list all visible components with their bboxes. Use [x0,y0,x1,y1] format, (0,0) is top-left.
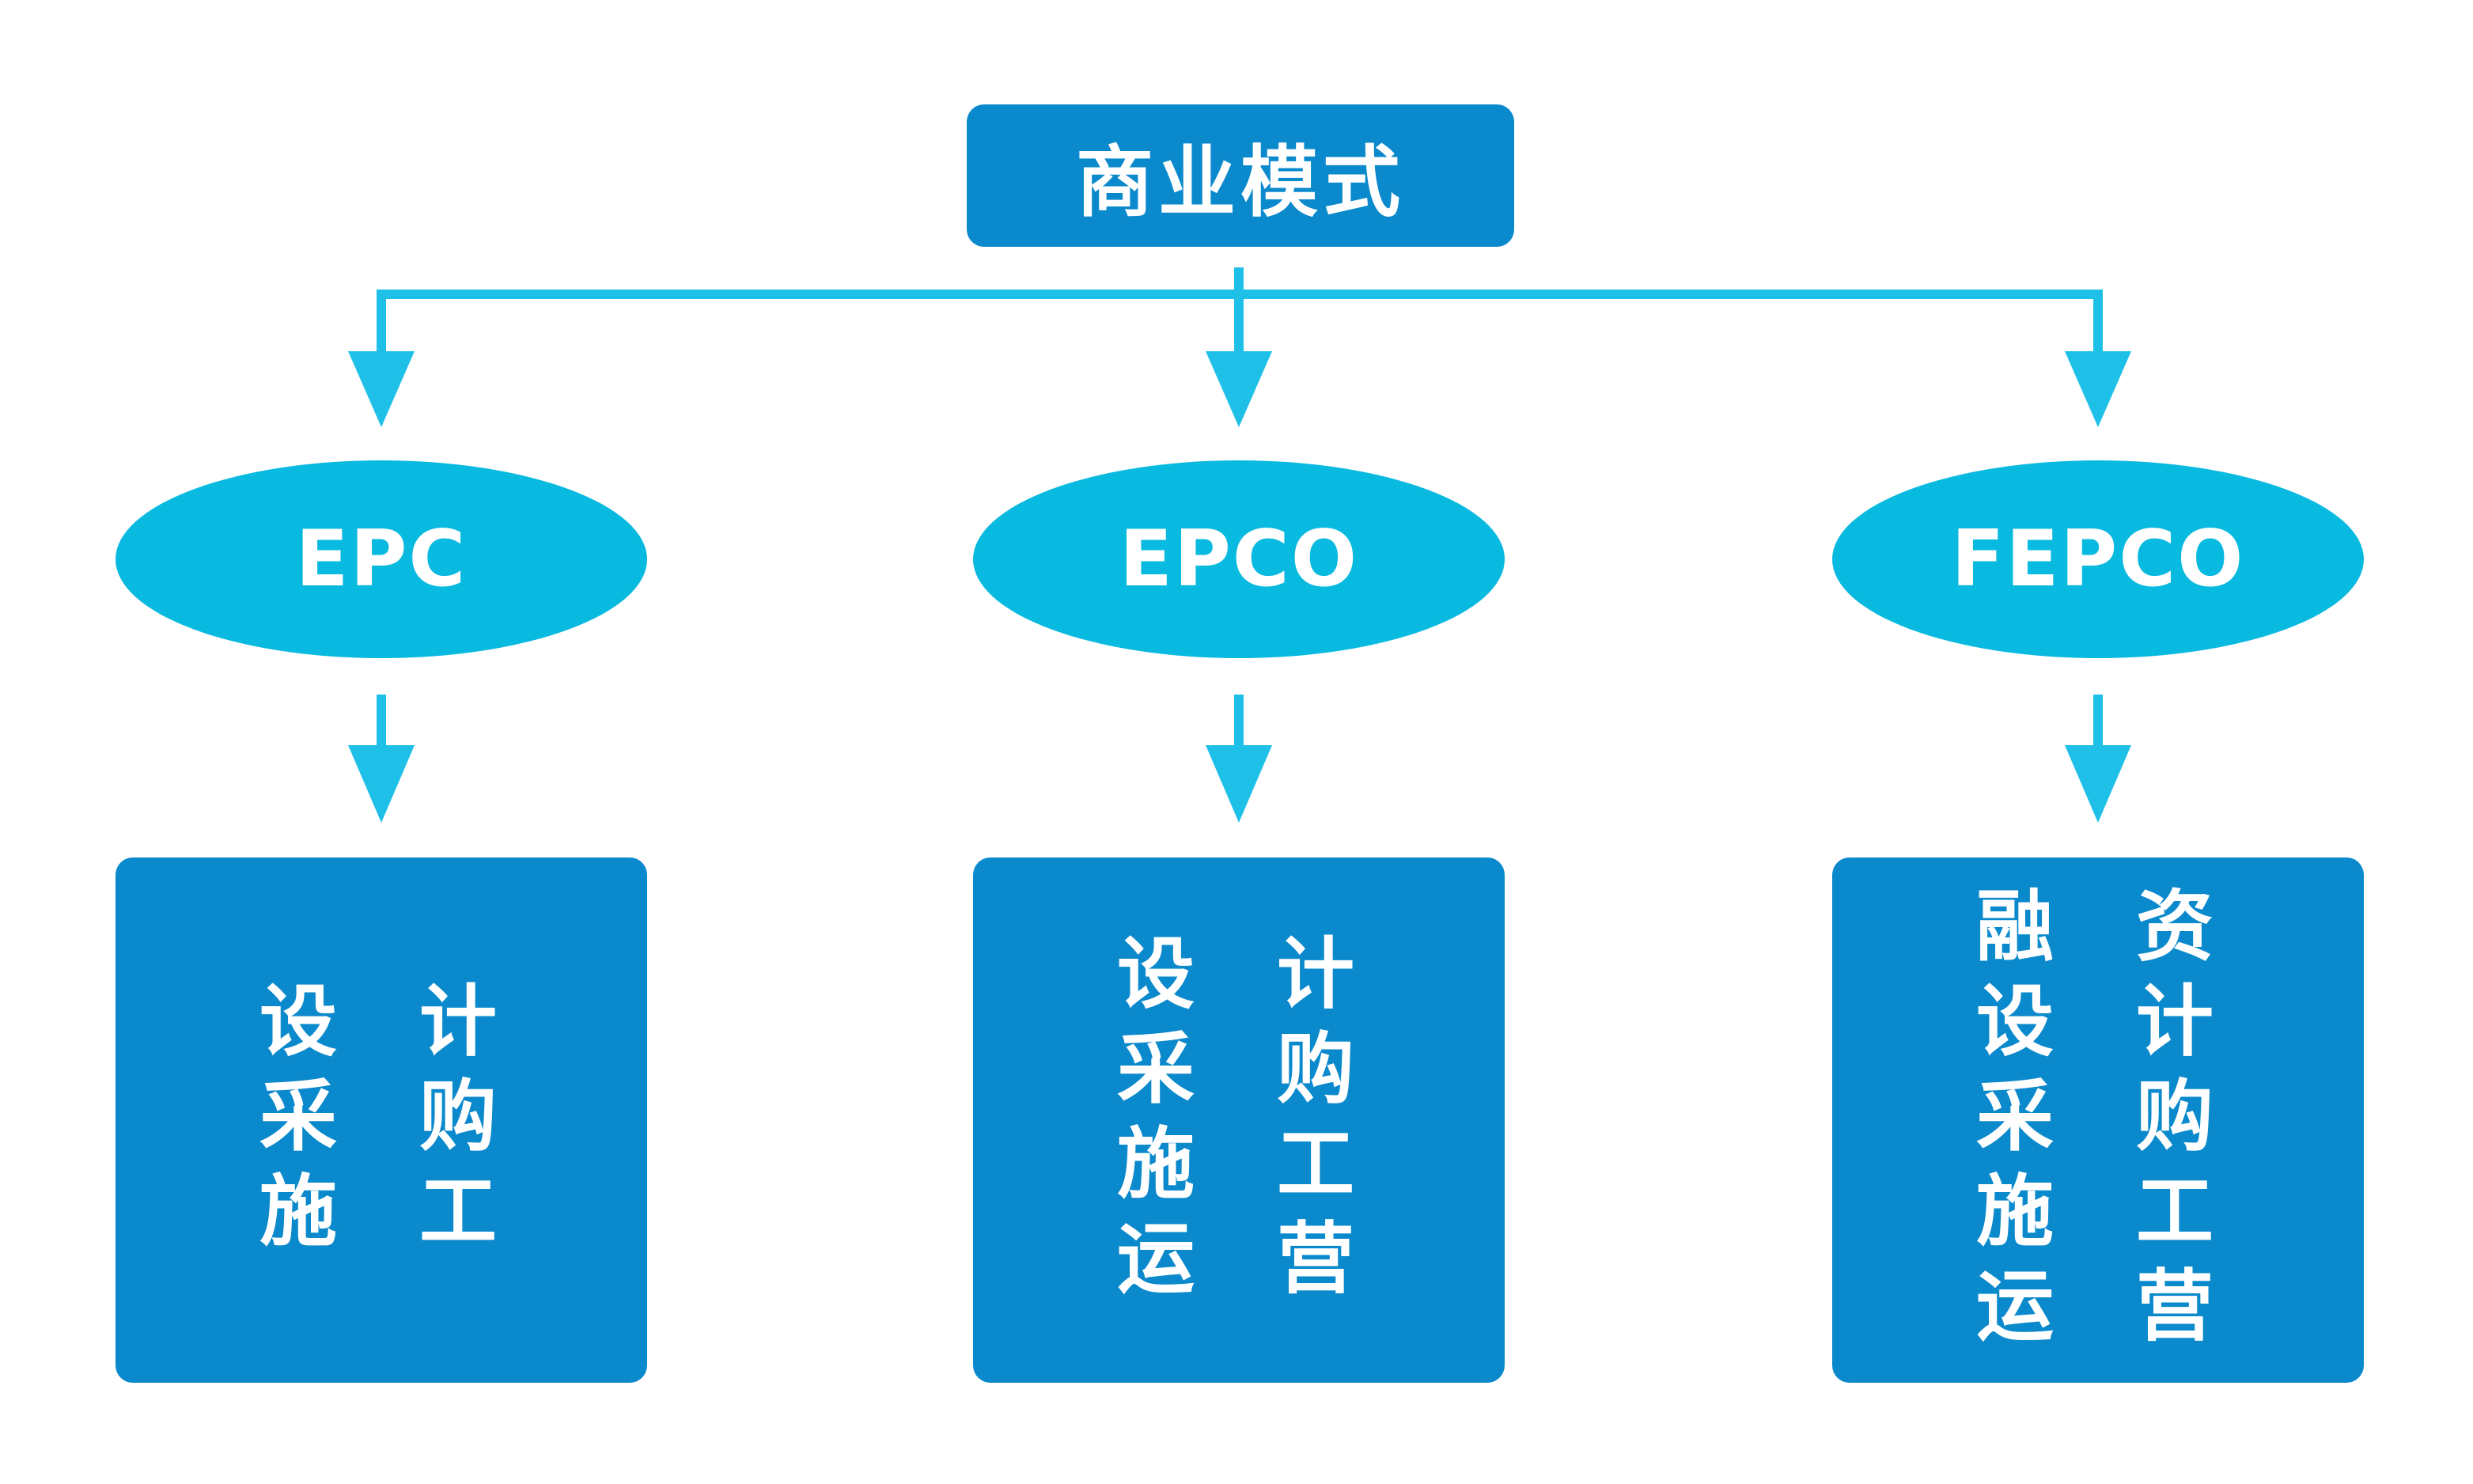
detail-box-epc: 设 采 施 计 购 工 [116,857,647,1383]
arrow-head-bottom-epco [1206,745,1272,823]
arrow-head-bottom-fepco [2065,745,2131,823]
char: 运 [1117,1214,1195,1304]
arrow-head-bottom-epc [348,745,415,823]
char: 工 [1277,1119,1355,1210]
left-char-column: 设 采 施 [259,975,337,1259]
char: 运 [1976,1262,2055,1352]
char: 计 [1277,929,1355,1020]
char: 设 [1117,929,1195,1020]
root-label: 商业模式 [1075,138,1405,228]
arrow-head-top-fepco [2065,351,2131,427]
right-char-column: 计 购 工 [419,975,497,1259]
char: 购 [2136,1072,2214,1162]
arrow-head-top-epco [1206,351,1272,427]
model-ellipse-epc: EPC [116,460,647,658]
char: 购 [419,1072,498,1162]
char: 计 [419,977,498,1067]
right-char-column: 计 购 工 营 [1277,927,1354,1307]
char: 计 [2136,977,2214,1067]
char: 采 [1976,1072,2055,1162]
char: 采 [259,1072,338,1162]
model-ellipse-epco: EPCO [973,460,1505,658]
char: 施 [259,1167,338,1257]
char: 融 [1976,882,2055,972]
char: 设 [1976,977,2055,1067]
char: 工 [419,1167,498,1257]
detail-box-fepco: 融 设 采 施 运 资 计 购 工 营 [1832,857,2364,1383]
left-char-column: 设 采 施 运 [1117,927,1195,1307]
right-char-column: 资 计 购 工 营 [2136,880,2214,1354]
char: 工 [2136,1167,2214,1257]
arrow-head-top-epc [348,351,415,427]
model-name: EPC [295,514,468,604]
char: 购 [1277,1024,1355,1115]
char: 营 [1277,1214,1355,1304]
detail-box-epco: 设 采 施 运 计 购 工 营 [973,857,1505,1383]
char: 营 [2136,1262,2214,1352]
char: 采 [1117,1024,1195,1115]
char: 设 [259,977,338,1067]
model-ellipse-fepco: FEPCO [1832,460,2364,658]
model-name: FEPCO [1951,514,2245,604]
char: 施 [1117,1119,1195,1210]
left-char-column: 融 设 采 施 运 [1976,880,2054,1354]
root-node: 商业模式 [967,104,1514,247]
model-name: EPCO [1119,514,1358,604]
char: 施 [1976,1167,2055,1257]
char: 资 [2136,882,2214,972]
